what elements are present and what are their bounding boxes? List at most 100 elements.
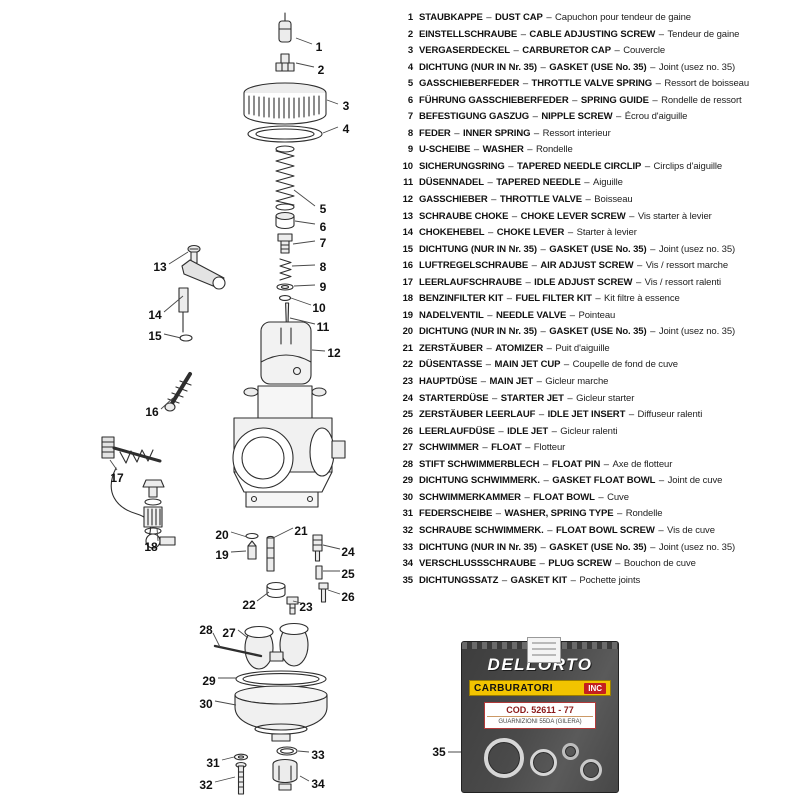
callout-32: 32 [199,778,213,792]
part-name-fr: Gicleur ralenti [560,425,618,437]
part-number: 11 [403,177,413,189]
part-name-en: FLOAT BOWL SCREW [555,524,655,536]
part-atomizer [266,535,275,572]
separator: – [633,276,644,288]
part-name-fr: Couvercle [623,45,666,57]
callout-27: 27 [222,626,236,640]
separator: – [567,309,578,321]
separator: – [601,458,612,470]
callout-30: 30 [199,697,213,711]
part-name-en: FLOAT [491,442,522,454]
part-name-fr: Vis de cuve [667,524,715,536]
part-name-de: HAUPTDÜSE [419,376,478,388]
part-text: DICHTUNGSSATZ – GASKET KIT – Pochette jo… [419,575,640,586]
part-name-de: LEERLAUFDÜSE [419,425,495,437]
part-choke-lever [178,259,226,333]
label-code: COD. 52611 - 77 [487,705,593,717]
part-number: 13 [402,210,413,222]
part-text: GASSCHIEBER – THROTTLE VALVE – Boisseau [419,194,633,205]
separator: – [549,425,560,437]
callout-23: 23 [299,600,313,614]
part-carburetor-cap [243,82,327,125]
part-number: 29 [402,475,413,487]
separator: – [483,12,495,23]
separator: – [581,177,592,189]
part-text: DICHTUNG (NUR IN Nr. 35) – GASKET (USE N… [419,542,735,553]
callout-21: 21 [294,524,308,538]
callout-22: 22 [242,598,256,612]
separator: – [483,342,495,354]
callout-35: 35 [432,745,446,759]
part-text: SCHWIMMER – FLOAT – Flotteur [419,442,565,453]
part-name-de: BENZINFILTER KIT [419,293,504,305]
o-ring-large [484,738,524,778]
part-row-12: 12 GASSCHIEBER – THROTTLE VALVE – Boissea… [398,194,796,211]
part-text: HAUPTDÜSE – MAIN JET – Gicleur marche [419,376,608,387]
separator: – [489,392,500,404]
callout-2: 2 [318,63,325,77]
part-name-en: ATOMIZER [495,342,544,354]
part-number: 12 [402,194,413,206]
part-number: 31 [402,508,413,520]
separator: – [565,227,576,239]
part-text: DICHTUNG (NUR IN Nr. 35) – GASKET (USE N… [419,244,735,255]
separator: – [561,359,572,371]
part-name-en: WASHER, SPRING TYPE [504,508,614,520]
part-float-bowl [234,685,328,742]
separator: – [520,78,531,90]
part-name-fr: Kit filtre à essence [604,293,680,305]
part-name-en: FLOAT BOWL [533,491,595,503]
part-plug-screw [272,758,298,791]
part-name-en: NIPPLE SCREW [541,111,613,123]
part-name-de: DÜSENTASSE [419,359,483,371]
separator: – [534,376,545,388]
part-text: ZERSTÄUBER LEERLAUF – IDLE JET INSERT – … [419,409,702,420]
part-text: SICHERUNGSRING – TAPERED NEEDLE CIRCLIP … [419,161,722,172]
part-name-de: EINSTELLSCHRAUBE [419,28,518,40]
part-name-fr: Capuchon pour tendeur de gaine [555,12,691,23]
separator: – [471,144,482,156]
part-text: ZERSTÄUBER – ATOMIZER – Puit d'aiguille [419,343,610,354]
carburatori-band: CARBURATORI INC [469,680,611,696]
part-name-fr: Rondelle de ressort [661,94,742,106]
part-number: 28 [402,458,413,470]
part-name-de: NADELVENTIL [419,309,484,321]
callout-34: 34 [311,777,325,791]
part-name-fr: Cuve [607,491,629,503]
part-name-de: SICHERUNGSRING [419,160,505,172]
callout-14: 14 [148,308,162,322]
gasket-rings [462,733,618,787]
part-number: 16 [402,260,413,272]
part-text: SCHWIMMERKAMMER – FLOAT BOWL – Cuve [419,492,629,503]
separator: – [647,243,658,255]
separator: – [544,342,555,354]
part-name-fr: Vis / ressort marche [645,260,729,272]
separator: – [493,508,504,520]
part-name-de: STARTERDÜSE [419,392,489,404]
part-number: 19 [402,309,413,321]
separator: – [614,508,625,520]
part-number: 22 [402,359,413,371]
part-name-fr: Joint (usez no. 35) [658,61,736,73]
part-number: 33 [402,541,413,553]
part-spring-guide [275,211,295,230]
separator: – [505,160,516,172]
part-text: CHOKEHEBEL – CHOKE LEVER – Starter à lev… [419,227,637,238]
leader-lines [109,37,462,783]
part-name-en: MAIN JET CUP [494,359,561,371]
part-name-fr: Circlips d'aiguille [653,160,723,172]
part-name-fr: Coupelle de fond de cuve [572,359,678,371]
separator: – [504,293,515,305]
callout-12: 12 [327,346,341,360]
part-text: VERGASERDECKEL – CARBURETOR CAP – Couver… [419,45,665,56]
